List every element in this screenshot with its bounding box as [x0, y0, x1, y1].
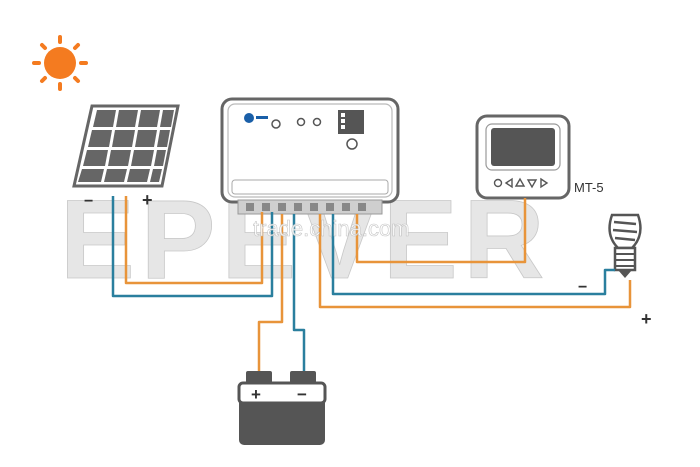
- panel-positive-wire: [124, 196, 264, 285]
- wiring: [111, 196, 632, 371]
- trade-watermark: trade.china.com: [253, 216, 410, 241]
- panel-plus-label: +: [142, 190, 153, 210]
- meter-model-label: MT-5: [574, 180, 604, 195]
- light-bulb-icon: [608, 213, 642, 278]
- sun-icon: [32, 35, 88, 91]
- remote-meter-icon: [475, 114, 571, 200]
- load-negative-wire: [331, 214, 615, 296]
- battery-minus-label: −: [297, 385, 307, 404]
- meter-cable: [355, 198, 527, 264]
- battery-positive-wire: [257, 214, 284, 371]
- battery-negative-wire: [292, 214, 306, 371]
- controller-logo: [244, 113, 268, 123]
- panel-negative-wire: [111, 196, 274, 298]
- battery-icon: [237, 371, 327, 445]
- load-positive-wire: [318, 214, 632, 309]
- battery-plus-label: +: [251, 385, 261, 404]
- load-plus-label: +: [641, 309, 652, 329]
- solar-panel-icon: [72, 104, 180, 188]
- load-minus-label: −: [578, 279, 587, 296]
- panel-minus-label: −: [84, 193, 93, 210]
- charge-controller-icon: [220, 97, 400, 215]
